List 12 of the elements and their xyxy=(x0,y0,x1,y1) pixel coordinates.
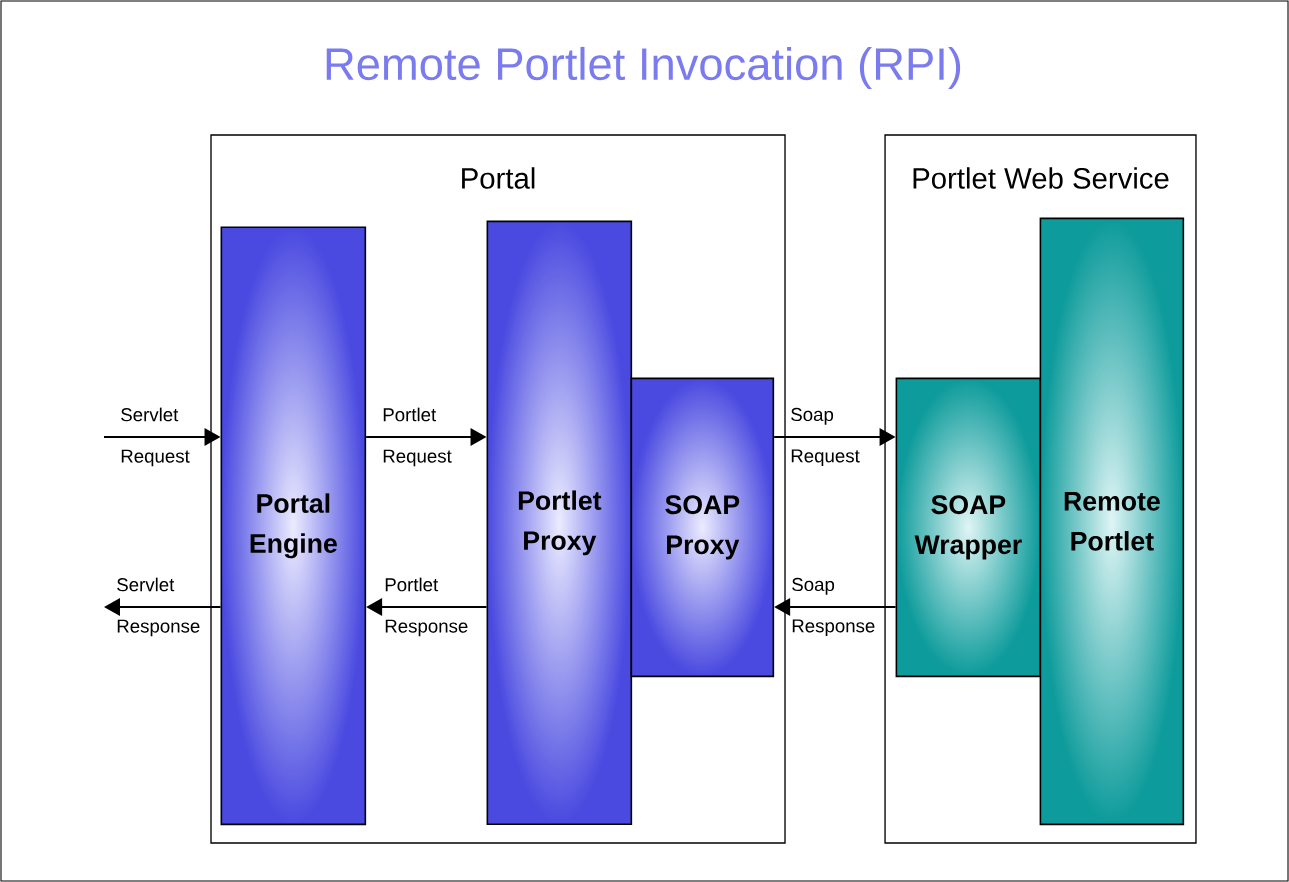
edge-label: Soap Request xyxy=(791,407,860,467)
edge-label: Servlet Request xyxy=(121,407,190,467)
edge-label: Soap Response xyxy=(792,577,875,637)
component-box: SOAP Wrapper xyxy=(895,377,1042,678)
component-box: Portlet Proxy xyxy=(486,220,633,826)
component-box: SOAP Proxy xyxy=(630,377,775,678)
edge-label: Servlet Response xyxy=(117,577,200,637)
title: Remote Portlet Invocation (RPI) xyxy=(326,46,961,90)
component-box: Portal Engine xyxy=(220,226,367,826)
edge-label: Portlet Response xyxy=(385,577,468,637)
edge-label: Portlet Request xyxy=(383,407,452,467)
component-box: Remote Portlet xyxy=(1039,217,1185,826)
